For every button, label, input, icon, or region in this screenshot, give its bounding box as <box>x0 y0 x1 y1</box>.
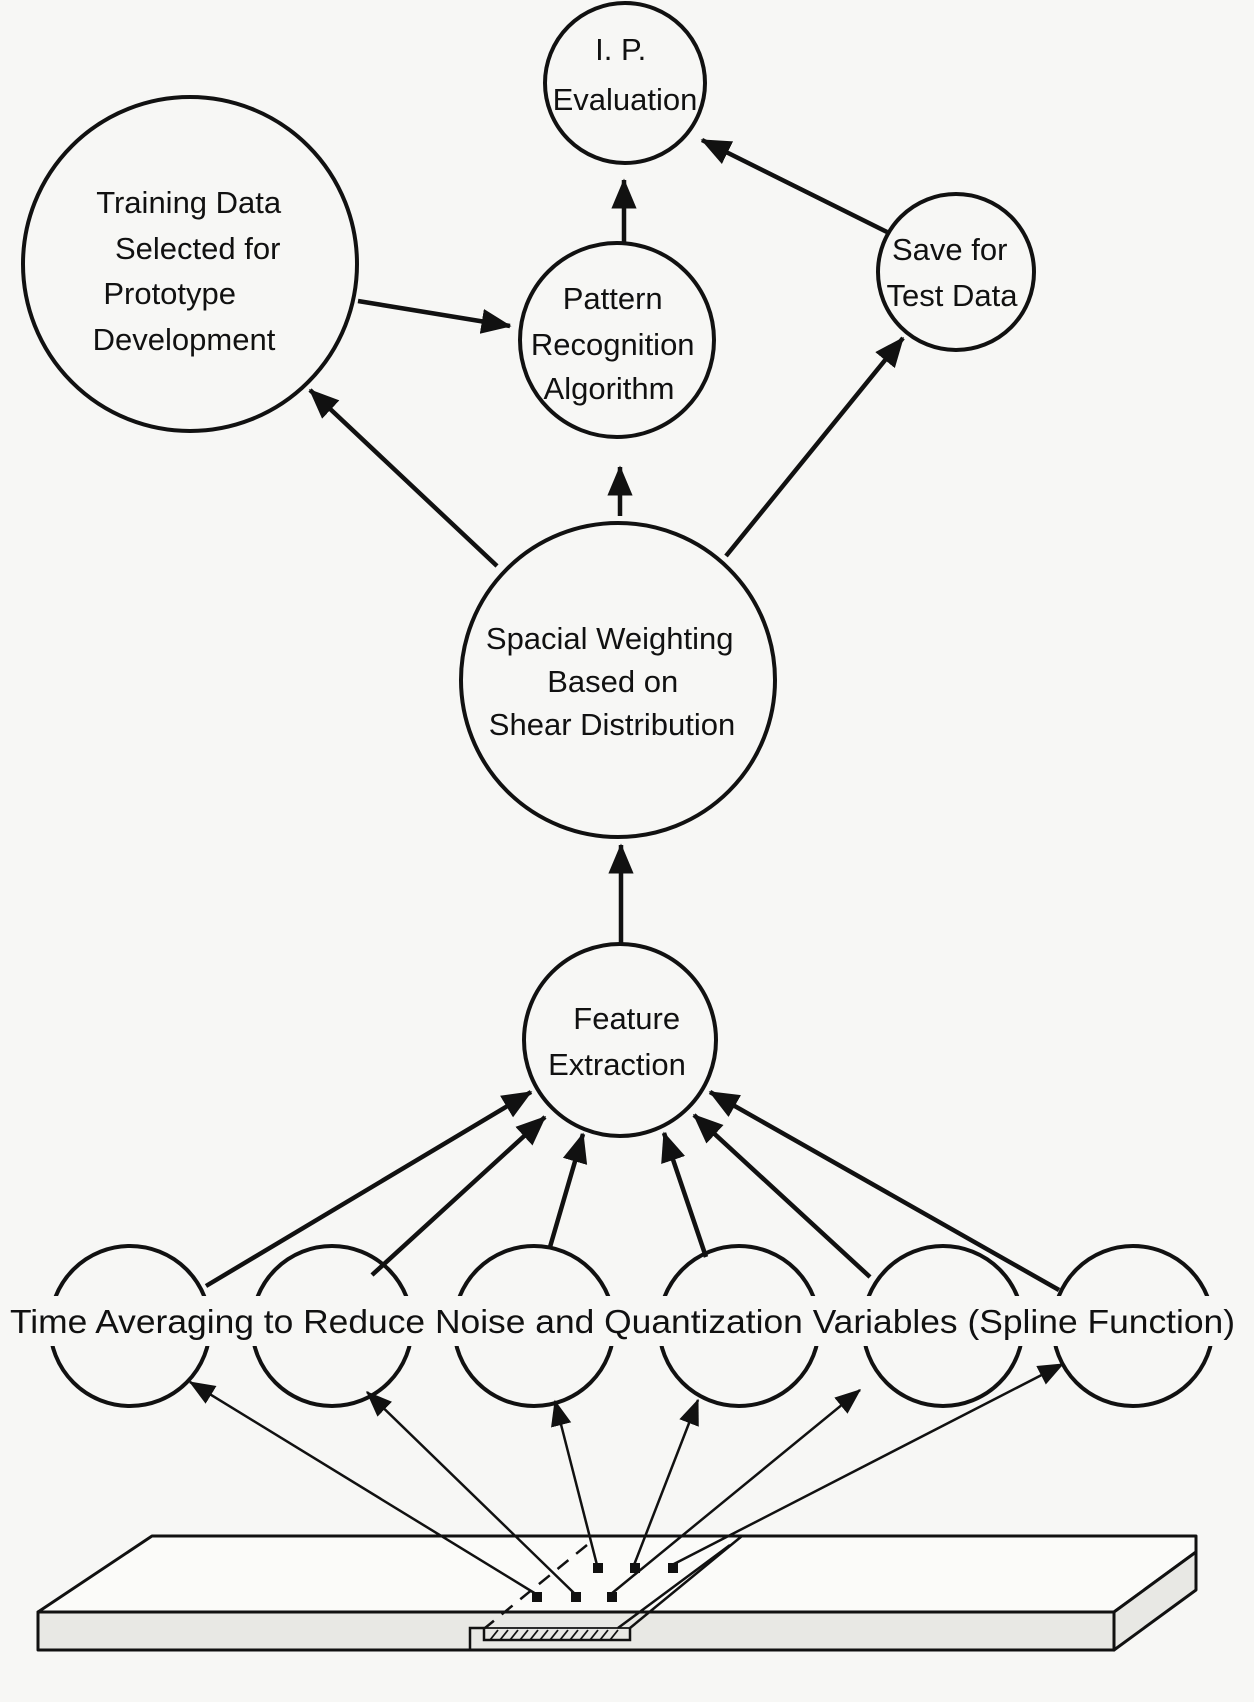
spacial-weighting-line-3: Shear Distribution <box>489 707 735 742</box>
training-data-circle <box>21 95 359 433</box>
save-test-data-line-1: Save for <box>892 232 1007 267</box>
feature-extraction-line-1: Feature <box>573 1001 680 1036</box>
spacial-weighting-line-1: Spacial Weighting <box>486 621 734 656</box>
training-data-line-2: Selected for <box>115 231 280 266</box>
feature-extraction-line-2: Extraction <box>548 1047 686 1082</box>
edge-save-to-ip <box>700 137 889 235</box>
sensor-3 <box>607 1592 617 1602</box>
spacial-weighting-line-2: Based on <box>547 664 678 699</box>
pattern-recognition-line-3: Algorithm <box>544 371 675 406</box>
feature-extraction-circle <box>522 942 718 1138</box>
joint-edge-right-2 <box>617 1543 731 1630</box>
pattern-recognition-label: Pattern Recognition Algorithm <box>531 281 703 406</box>
edge-sensor5-to-avg4 <box>632 1398 700 1566</box>
edge-avg2-to-feature <box>370 1115 547 1277</box>
training-data-line-1: Training Data <box>96 185 282 220</box>
training-data-line-3: Prototype <box>103 276 236 311</box>
sensor-4 <box>593 1563 603 1573</box>
node-feature-extraction: Feature Extraction <box>522 942 718 1138</box>
averaging-to-feature-edges <box>204 1090 1061 1292</box>
training-data-label: Training Data Selected for Prototype Dev… <box>93 185 290 357</box>
node-training-data: Training Data Selected for Prototype Dev… <box>21 95 359 433</box>
ip-evaluation-line-2: Evaluation <box>553 82 698 117</box>
edge-avg4-to-feature <box>661 1131 709 1258</box>
edge-training-to-pattern <box>357 298 512 334</box>
joint-step <box>468 1626 632 1650</box>
edge-avg6-to-feature <box>708 1090 1061 1292</box>
averaging-caption: Time Averaging to Reduce Noise and Quant… <box>10 1303 1235 1340</box>
caption-backdrop <box>0 1296 1254 1346</box>
edge-sensor6-to-avg6 <box>671 1362 1065 1567</box>
adhesive-hatch <box>484 1627 630 1641</box>
node-save-test-data: Save for Test Data <box>876 192 1036 352</box>
edge-sensor4-to-avg3 <box>551 1399 599 1566</box>
node-spacial-weighting: Spacial Weighting Based on Shear Distrib… <box>459 521 777 839</box>
edge-sensor2-to-avg2 <box>366 1391 576 1595</box>
sensor-1 <box>532 1592 542 1602</box>
save-test-data-label: Save for Test Data <box>887 232 1019 313</box>
sensor-2 <box>571 1592 581 1602</box>
pattern-recognition-circle <box>518 241 716 439</box>
edge-avg5-to-feature <box>692 1113 872 1279</box>
ip-evaluation-line-1: I. P. <box>595 32 646 67</box>
sensor-5 <box>630 1563 640 1573</box>
training-data-line-4: Development <box>93 322 276 357</box>
node-ip-evaluation: I. P. Evaluation <box>543 1 707 165</box>
ip-evaluation-label: I. P. Evaluation <box>553 32 698 117</box>
ip-evaluation-circle <box>543 1 707 165</box>
edge-weighting-to-training <box>308 388 499 568</box>
specimen-lap-joint <box>36 1534 1198 1652</box>
pattern-recognition-line-1: Pattern <box>563 281 663 316</box>
edge-sensor1-to-avg1 <box>188 1380 537 1596</box>
feature-extraction-label: Feature Extraction <box>548 1001 689 1082</box>
edge-avg1-to-feature <box>204 1090 533 1288</box>
edge-weighting-to-save <box>724 336 905 558</box>
edge-avg3-to-feature <box>547 1132 588 1248</box>
pattern-recognition-line-2: Recognition <box>531 327 695 362</box>
edges <box>308 137 905 943</box>
node-pattern-recognition: Pattern Recognition Algorithm <box>518 241 716 439</box>
sensor-to-averaging-edges <box>188 1362 1065 1596</box>
joint-hidden-edge <box>484 1544 588 1629</box>
specimen-front-face <box>36 1610 1116 1652</box>
edge-sensor3-to-avg5 <box>610 1389 862 1595</box>
sensor-6 <box>668 1563 678 1573</box>
save-test-data-circle <box>876 192 1036 352</box>
spacial-weighting-circle <box>459 521 777 839</box>
averaging-row: Time Averaging to Reduce Noise and Quant… <box>0 1244 1254 1408</box>
spacial-weighting-label: Spacial Weighting Based on Shear Distrib… <box>486 621 742 742</box>
save-test-data-line-2: Test Data <box>887 278 1019 313</box>
